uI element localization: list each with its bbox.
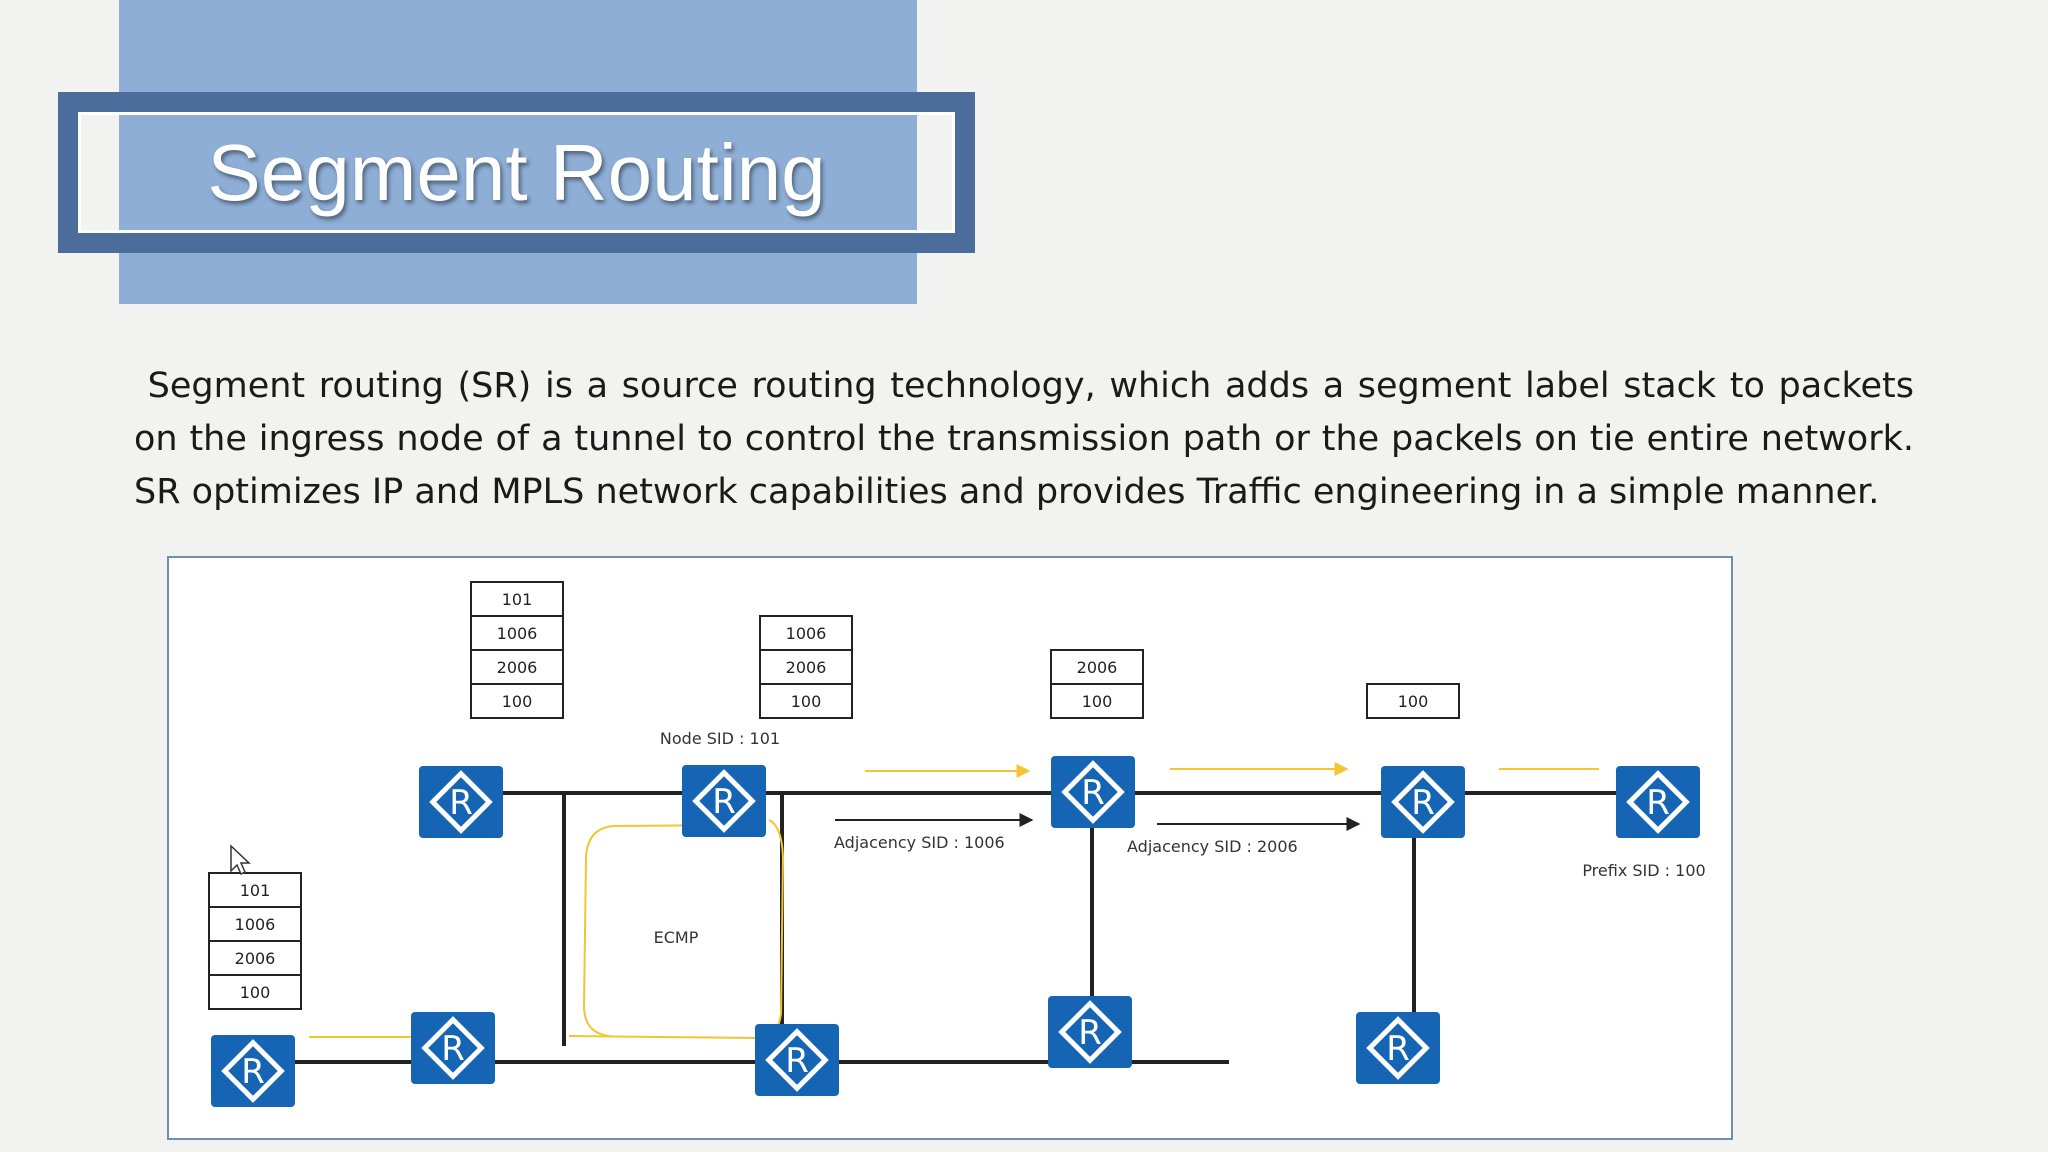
router-glyph: R xyxy=(1646,783,1670,823)
stack-r2-cell-1 xyxy=(759,649,853,685)
adjacency-sid-1006-label: Adjacency SID : 1006 xyxy=(834,833,1005,852)
router-glyph: R xyxy=(241,1052,265,1092)
sr-diagram: R R R R R xyxy=(167,556,1733,1140)
router-icon: R xyxy=(1356,1012,1440,1084)
stack-r1-value: 100 xyxy=(502,692,533,711)
stack-ingress-cell-1 xyxy=(208,906,302,942)
stack-labels: 101 1006 2006 100 1006 2006 100 2006 100… xyxy=(235,590,1429,1002)
prefix-sid-label: Prefix SID : 100 xyxy=(1582,861,1705,880)
adjacency-sid-2006-label: Adjacency SID : 2006 xyxy=(1127,837,1298,856)
stack-ingress-value: 1006 xyxy=(235,915,276,934)
stack-r3-cell-1 xyxy=(1050,683,1144,719)
stack-r2-value: 100 xyxy=(791,692,822,711)
intro-text: Segment routing (SR) is a source routing… xyxy=(134,366,1914,512)
traffic-arrows xyxy=(309,762,1599,1044)
stack-r2-value: 1006 xyxy=(786,624,827,643)
stack-ingress-value: 101 xyxy=(240,881,271,900)
router-glyph: R xyxy=(449,783,473,823)
stack-r1-cell-3 xyxy=(470,683,564,719)
router-icon: R xyxy=(411,1012,495,1084)
router-icon: R xyxy=(1381,766,1465,838)
router-icon: R xyxy=(419,766,503,838)
stack-r2-cell-2 xyxy=(759,683,853,719)
stack-ingress-cell-3 xyxy=(208,974,302,1010)
stack-ingress-value: 2006 xyxy=(235,949,276,968)
intro-paragraph: Segment routing (SR) is a source routing… xyxy=(134,360,1914,519)
router-icon: R xyxy=(755,1024,839,1096)
router-icon: R xyxy=(1048,996,1132,1068)
router-glyph: R xyxy=(712,782,736,822)
node-sid-label: Node SID : 101 xyxy=(660,729,780,748)
ecmp-label: ECMP xyxy=(654,928,699,947)
stack-r3-value: 2006 xyxy=(1077,658,1118,677)
router-icon: R xyxy=(211,1035,295,1107)
mouse-cursor-icon xyxy=(230,844,251,876)
sr-diagram-svg: R R R R R xyxy=(208,581,1706,1107)
router-glyph: R xyxy=(785,1041,809,1081)
title-frame xyxy=(58,92,975,253)
router-glyph: R xyxy=(1081,773,1105,813)
title-background xyxy=(119,0,917,304)
stack-r4-cell-0 xyxy=(1366,683,1460,719)
title-inner-border xyxy=(78,112,955,233)
stack-ingress-cell-0 xyxy=(208,872,302,908)
routers: R R R R R xyxy=(211,756,1700,1107)
stack-r1-value: 1006 xyxy=(497,624,538,643)
stack-r1-value: 2006 xyxy=(497,658,538,677)
router-icon: R xyxy=(1616,766,1700,838)
stack-r1-cell-1 xyxy=(470,615,564,651)
slide-title: Segment Routing xyxy=(207,127,826,217)
stack-r3-value: 100 xyxy=(1082,692,1113,711)
router-glyph: R xyxy=(441,1029,465,1069)
stack-r2-cell-0 xyxy=(759,615,853,651)
stack-r2-value: 2006 xyxy=(786,658,827,677)
stack-ingress-value: 100 xyxy=(240,983,271,1002)
router-glyph: R xyxy=(1078,1013,1102,1053)
stack-r4-value: 100 xyxy=(1398,692,1429,711)
router-glyph: R xyxy=(1411,783,1435,823)
stack-r1-value: 101 xyxy=(502,590,533,609)
router-glyph: R xyxy=(1386,1029,1410,1069)
router-icon: R xyxy=(1051,756,1135,828)
ecmp-upper-path xyxy=(582,824,732,1037)
router-icon: R xyxy=(682,765,766,837)
stack-boxes xyxy=(208,581,1460,1010)
